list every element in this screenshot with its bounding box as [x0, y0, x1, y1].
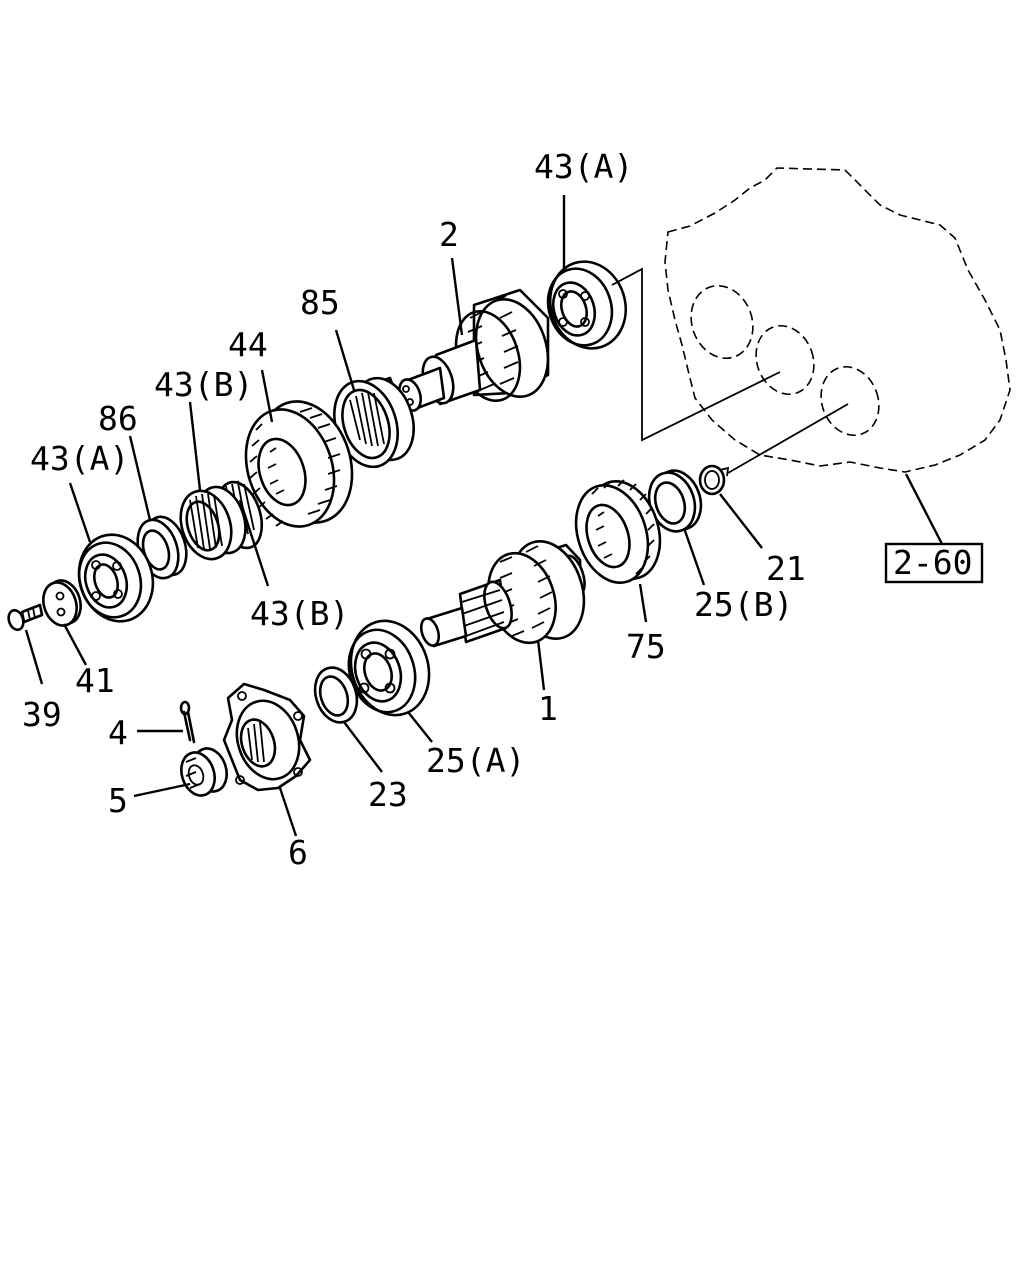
callout-4: 4 [108, 713, 128, 752]
guide-lines [611, 267, 849, 474]
callout-86: 86 [98, 399, 138, 438]
reference-label: 2-60 [893, 543, 972, 582]
mainshaft-1 [419, 540, 586, 648]
countershaft-2 [397, 288, 550, 412]
reference-box[interactable]: 2-60 [884, 542, 984, 584]
callout-41: 41 [75, 661, 115, 700]
bearing-43a-upper [546, 260, 628, 350]
bearing-25a [347, 619, 431, 717]
nut-5 [180, 747, 228, 797]
callout-5: 5 [108, 781, 128, 820]
callout-21: 21 [766, 549, 806, 588]
callout-labels: 43(A) 2 85 44 43(B) 86 43(A) 43(B) 39 41… [22, 147, 806, 872]
flange-6 [222, 682, 312, 792]
callout-44: 44 [228, 325, 268, 364]
callout-43b-top: 43(B) [154, 365, 253, 404]
leader-lines [24, 195, 944, 837]
callout-23: 23 [368, 775, 408, 814]
callout-43a-top: 43(A) [534, 147, 633, 186]
callout-1: 1 [538, 689, 558, 728]
bearing-25b [647, 469, 703, 533]
bearing-43a-lower [77, 533, 155, 623]
callout-2: 2 [439, 215, 459, 254]
snap-ring-21 [698, 464, 730, 496]
callout-85: 85 [300, 283, 340, 322]
callout-43b-bottom: 43(B) [250, 594, 349, 633]
callout-75: 75 [626, 627, 666, 666]
gear-44 [244, 400, 354, 528]
bolt-39 [7, 603, 44, 632]
callout-25b: 25(B) [694, 585, 793, 624]
callout-25a: 25(A) [426, 741, 525, 780]
transmission-case [664, 167, 1011, 473]
sleeve-85 [333, 376, 415, 469]
callout-43a-left: 43(A) [30, 439, 129, 478]
callout-39: 39 [22, 695, 62, 734]
cotter-pin-4 [179, 700, 196, 744]
washer-41 [42, 579, 82, 627]
callout-6: 6 [288, 833, 308, 872]
gear-75 [574, 479, 662, 584]
